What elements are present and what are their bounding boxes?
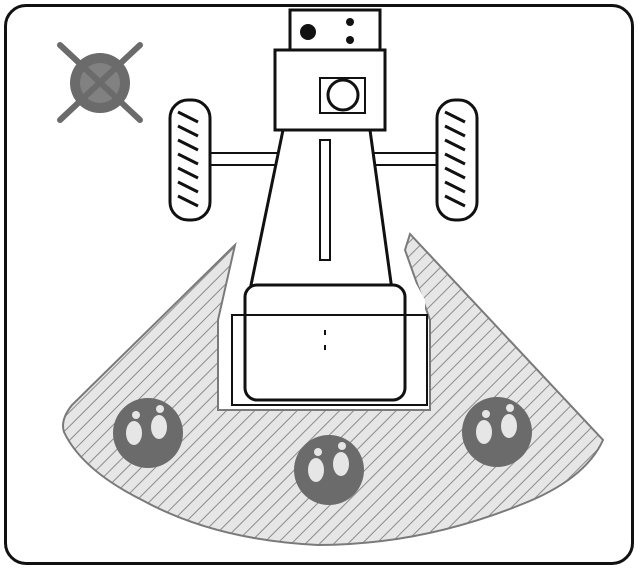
right-wheel [435, 98, 479, 222]
footprint-icon-center [294, 435, 364, 505]
footprint-icon-left [113, 398, 183, 468]
foot-plate [231, 283, 428, 406]
footprint-icon-right [462, 397, 532, 467]
no-go-icon [57, 42, 143, 123]
left-wheel [168, 98, 212, 222]
danger-zone [62, 232, 605, 547]
engine [273, 8, 387, 132]
hydraulic-ram [319, 139, 331, 261]
